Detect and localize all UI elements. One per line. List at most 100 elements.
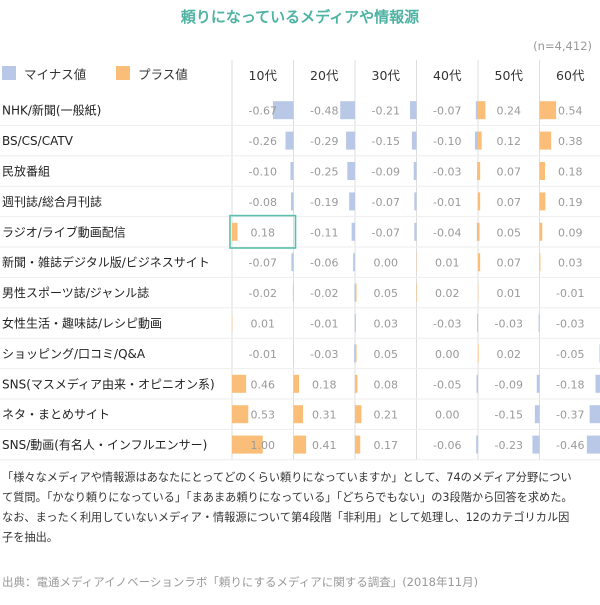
data-label: -0.11 <box>310 226 338 239</box>
bar-negative <box>291 192 294 211</box>
data-label: 0.03 <box>374 318 399 331</box>
bar-positive <box>293 374 300 393</box>
bar-positive <box>355 435 361 454</box>
data-label: -0.25 <box>310 166 338 179</box>
data-label: 0.38 <box>558 135 583 148</box>
note-line: 「様々なメディアや情報源はあなたにとってどのくらい頼りになっていますか」として、… <box>2 471 572 484</box>
bar-negative <box>354 283 355 302</box>
data-label: -0.01 <box>310 318 338 331</box>
bar-positive <box>293 405 304 424</box>
data-label: 0.09 <box>558 226 583 239</box>
bar-negative <box>477 162 478 180</box>
bar-negative <box>346 131 355 150</box>
data-label: -0.23 <box>495 439 523 452</box>
category-label: ラジオ/ライブ動画配信 <box>2 224 126 239</box>
data-label: -0.01 <box>556 287 584 300</box>
bar-negative <box>536 374 540 393</box>
bar-positive <box>293 435 307 454</box>
note-line: なお、まったく利用していないメディア・情報源について第4段階「非利用」として処理… <box>2 511 570 524</box>
data-label: -0.07 <box>372 226 400 239</box>
category-label: 女性生活・趣味誌/レシピ動画 <box>2 316 162 331</box>
bar-negative <box>538 314 540 332</box>
category-label: 週刊誌/総合月刊誌 <box>2 194 102 209</box>
data-label: -0.10 <box>433 135 461 148</box>
data-label: 0.19 <box>558 196 583 209</box>
data-label: 0.02 <box>497 348 522 361</box>
bar-positive <box>416 283 418 302</box>
bar-negative <box>474 131 478 150</box>
category-label: SNS/動画(有名人・インフルエンサー) <box>2 437 207 452</box>
bar-positive <box>232 435 263 454</box>
bar-positive <box>478 162 481 180</box>
data-label: 0.31 <box>312 409 337 422</box>
bar-negative <box>411 131 417 150</box>
data-label: -0.29 <box>310 135 338 148</box>
bar-negative <box>586 435 600 454</box>
category-label: 男性スポーツ誌/ジャンル誌 <box>2 285 149 300</box>
data-label: -0.03 <box>433 318 461 331</box>
bar-negative <box>414 192 417 211</box>
data-label: -0.37 <box>556 409 584 422</box>
column-header: 10代 <box>249 68 278 83</box>
bar-positive <box>478 344 479 363</box>
data-label: 0.53 <box>251 409 276 422</box>
data-label: 0.01 <box>497 287 522 300</box>
bar-negative <box>476 222 478 241</box>
bar-positive <box>478 253 481 272</box>
bar-negative <box>595 374 600 393</box>
data-label: 0.03 <box>558 257 583 270</box>
data-label: 0.01 <box>435 257 460 270</box>
bar-negative <box>292 283 294 302</box>
column-header: 50代 <box>495 68 524 83</box>
bar-negative <box>272 101 294 120</box>
data-label: -0.05 <box>433 378 461 391</box>
bar-negative <box>354 344 355 363</box>
bar-positive <box>355 374 358 393</box>
bar-positive <box>539 101 557 120</box>
data-label: 1.00 <box>251 439 276 452</box>
bar-positive <box>478 222 480 241</box>
bar-negative <box>410 101 417 120</box>
data-label: 0.07 <box>497 257 522 270</box>
data-label: 0.12 <box>497 135 522 148</box>
data-label: -0.01 <box>249 348 277 361</box>
data-label: 0.18 <box>558 166 583 179</box>
bar-negative <box>413 162 417 180</box>
data-label: -0.10 <box>249 166 277 179</box>
bar-negative <box>476 374 478 393</box>
bar-positive <box>355 405 362 424</box>
bar-positive <box>539 222 543 241</box>
data-label: -0.07 <box>249 257 277 270</box>
legend-swatch-negative <box>2 66 16 80</box>
column-header: 40代 <box>433 68 462 83</box>
sample-size-label: (n=4,412) <box>533 39 592 53</box>
data-label: -0.19 <box>310 196 338 209</box>
bar-negative <box>340 101 355 120</box>
data-label: 0.00 <box>374 257 399 270</box>
bar-positive <box>355 314 356 332</box>
data-label: -0.21 <box>372 105 400 118</box>
bar-positive <box>232 222 238 241</box>
bar-negative <box>347 162 355 180</box>
category-label: 民放番組 <box>2 164 50 179</box>
data-label: -0.46 <box>556 439 584 452</box>
category-label: NHK/新聞(一般紙) <box>2 103 101 118</box>
data-label: -0.07 <box>372 196 400 209</box>
data-label: -0.26 <box>249 135 277 148</box>
data-label: -0.03 <box>556 318 584 331</box>
source-citation: 出典：電通メディアイノベーションラボ「頼りにするメディアに関する調査」(2018… <box>2 575 479 589</box>
data-label: 0.41 <box>312 439 337 452</box>
bar-positive <box>539 162 546 180</box>
legend-label-negative: マイナス値 <box>24 67 87 82</box>
data-label: -0.05 <box>556 348 584 361</box>
data-label: -0.67 <box>249 105 277 118</box>
category-label: ネタ・まとめサイト <box>2 408 110 422</box>
data-label: -0.48 <box>310 105 338 118</box>
chart-title: 頼りになっているメディアや情報源 <box>180 8 420 26</box>
column-header: 20代 <box>310 68 339 83</box>
highlight-box <box>229 214 297 249</box>
data-label: -0.09 <box>495 378 523 391</box>
bar-negative <box>290 162 294 180</box>
category-label: BS/CS/CATV <box>2 134 74 148</box>
